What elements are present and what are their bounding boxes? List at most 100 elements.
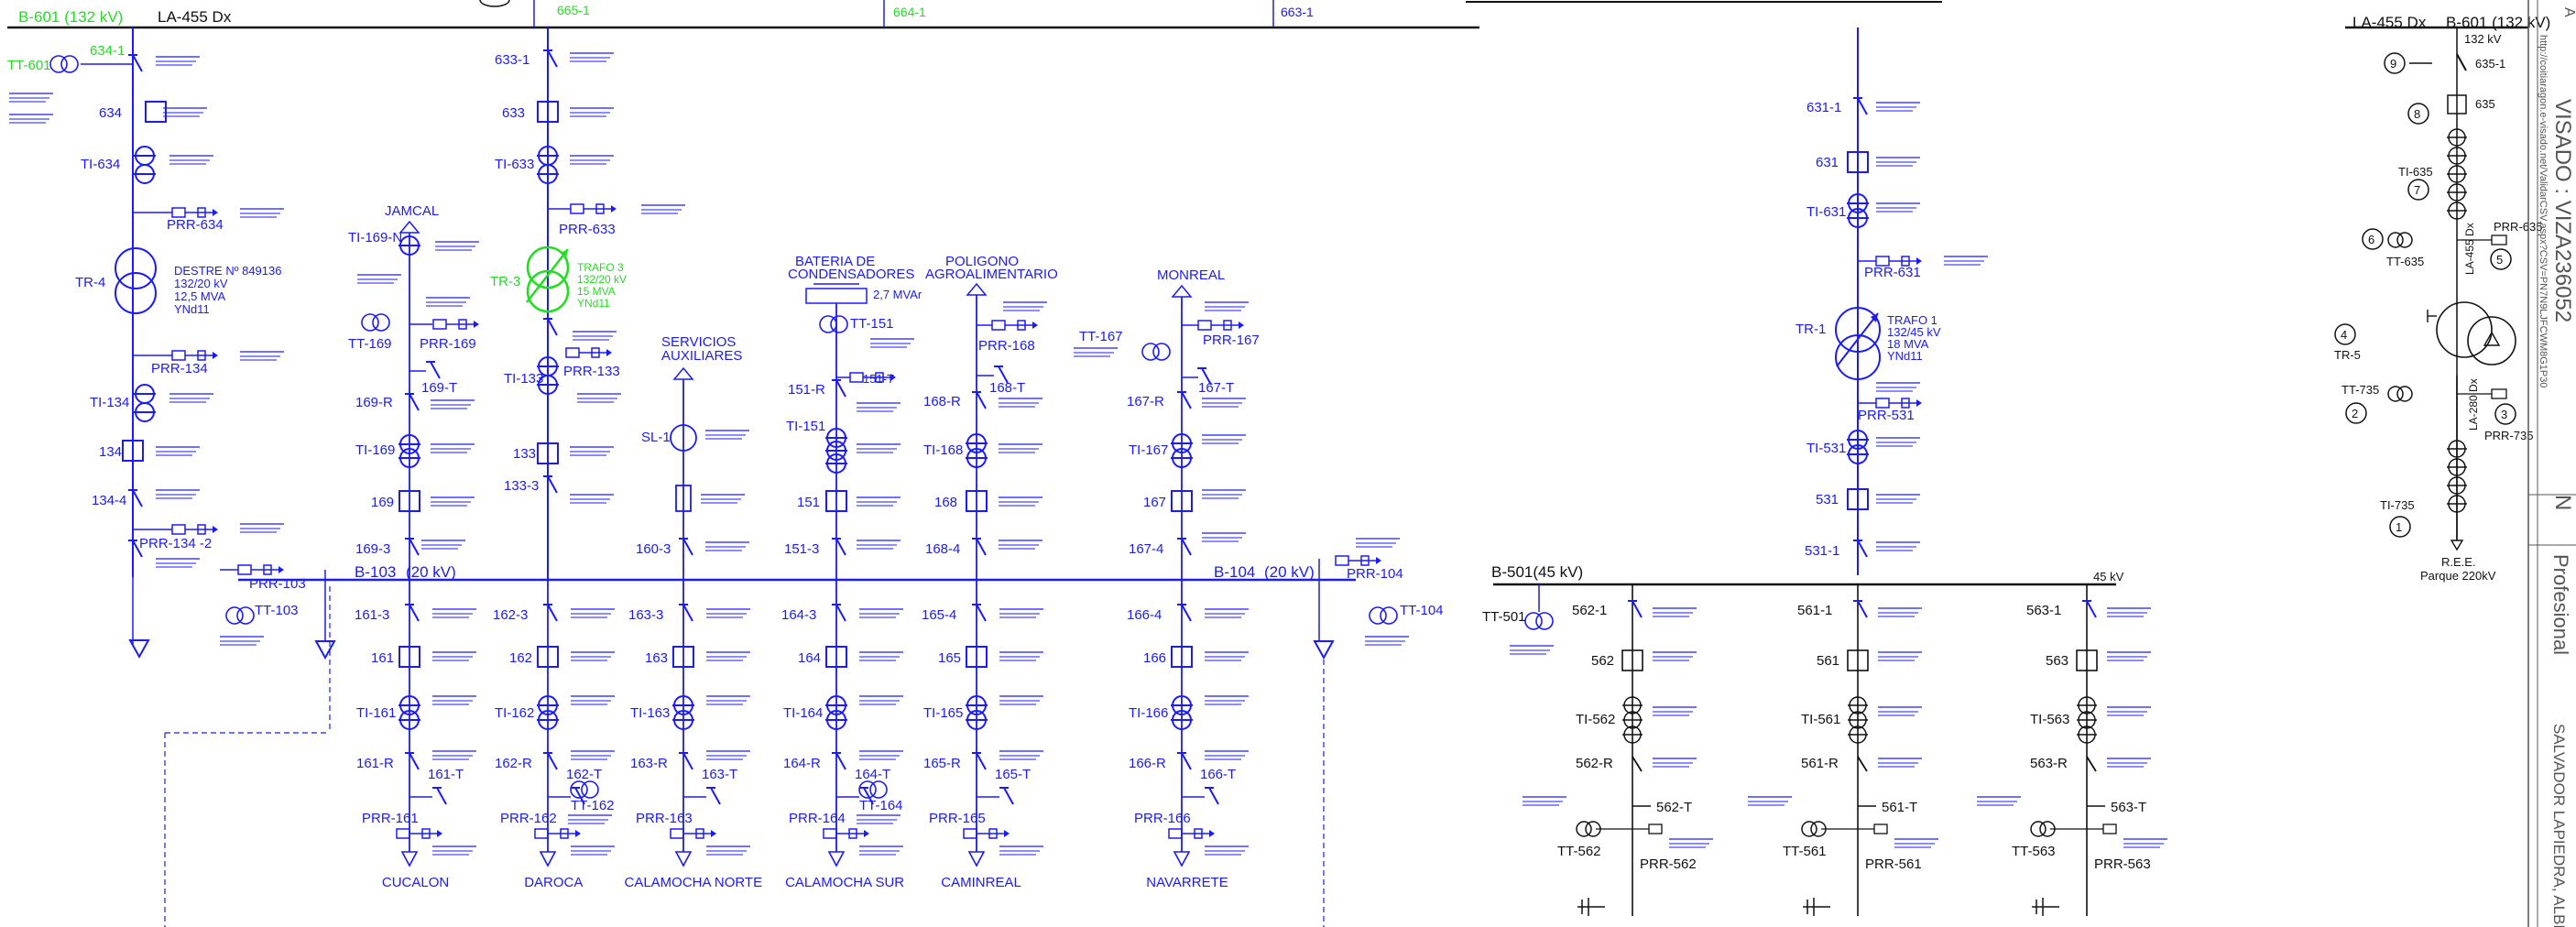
tr1-winding-1 — [1835, 307, 1881, 353]
circle-8: 8 — [2414, 107, 2420, 121]
prr167-label: PRR-167 — [1203, 333, 1260, 348]
tr1-detail-2: 132/45 kV — [1887, 325, 1941, 339]
switch-164-R-symbol — [831, 752, 846, 770]
switch-166-R-symbol — [1176, 752, 1192, 770]
line-la455-right: LA-455 Dx — [2352, 14, 2427, 31]
switch-162-T-label: 162-T — [566, 767, 602, 782]
bay-notes — [2123, 838, 2168, 848]
la455-vertical: LA-455 Dx — [2463, 223, 2476, 275]
switch-166-T-label: 166-T — [1200, 767, 1236, 782]
feeder-164-name: CALAMOCHA SUR — [785, 875, 904, 890]
breaker-635-label: 635 — [2475, 97, 2495, 111]
prr-162-label: PRR-162 — [500, 811, 557, 826]
tt-164-label: TT-164 — [859, 798, 903, 813]
tr3-winding-2 — [526, 269, 570, 313]
breaker-633-label: 633 — [502, 105, 525, 121]
ti151-label: TI-151 — [786, 419, 825, 434]
breaker-166-label: 166 — [1143, 650, 1166, 666]
breaker-563-label: 563 — [2046, 653, 2068, 669]
switch-561-1-label: 561-1 — [1797, 603, 1832, 618]
switch-161-R-label: 161-R — [356, 756, 394, 771]
tt104-label: TT-104 — [1400, 603, 1444, 618]
switch-168-t-label: 168-T — [989, 380, 1025, 396]
ti634-label: TI-634 — [81, 157, 120, 172]
switch-665-1-label: 665-1 — [557, 3, 590, 17]
switch-168-r-label: 168-R — [923, 394, 961, 409]
visado-profesional: Profesional — [2549, 554, 2572, 655]
tr4-winding-2 — [115, 272, 157, 314]
bus-501-label: B-501(45 kV) — [1491, 563, 1583, 581]
bay-notes — [2106, 706, 2152, 716]
tr1-winding-2 — [1835, 334, 1881, 380]
switch-163-3-symbol — [678, 604, 693, 622]
ti735-label: TI-735 — [2380, 498, 2415, 512]
switch-561-1-symbol — [1852, 600, 1868, 618]
bay-bateria-condensadores: BATERIA DE CONDENSADORES 2,7 MVAr TT-151… — [784, 254, 922, 580]
feeder-161-name: CUCALON — [382, 875, 449, 890]
breaker-631-label: 631 — [1816, 155, 1839, 170]
prr-165-label: PRR-165 — [929, 811, 986, 826]
tr3-detail-1: TRAFO 3 — [577, 261, 624, 274]
bay-notes — [1877, 706, 1923, 716]
breaker-167-label: 167 — [1143, 495, 1166, 510]
sl1-label: SL-1 — [641, 430, 671, 445]
bay-notes — [1522, 796, 1567, 806]
prr-561-label: PRR-561 — [1865, 856, 1922, 872]
prr-563-label: PRR-563 — [2094, 856, 2151, 872]
feeder-notes — [705, 695, 751, 705]
bay-notes — [1976, 796, 2022, 806]
switch-165-4-label: 165-4 — [922, 607, 956, 623]
tt-563-label: TT-563 — [2012, 844, 2056, 859]
breaker-151-label: 151 — [797, 495, 820, 510]
switch-164-3-label: 164-3 — [781, 607, 816, 623]
bay-notes — [1652, 758, 1697, 768]
switch-165-R-label: 165-R — [923, 756, 961, 771]
prr635-label: PRR-635 — [2494, 220, 2542, 234]
top-feeder-symbol — [479, 0, 510, 7]
bay-notes — [1668, 838, 1714, 848]
prr634-label: PRR-634 — [167, 217, 224, 233]
ti-163-label: TI-163 — [630, 705, 670, 721]
switch-163-3-label: 163-3 — [628, 607, 663, 623]
switch-164-3-symbol — [831, 604, 846, 622]
switch-163-R-label: 163-R — [630, 756, 668, 771]
feeder-notes — [999, 608, 1044, 618]
switch-562-R-label: 562-R — [1576, 756, 1613, 771]
prr133-label: PRR-133 — [563, 364, 620, 379]
switch-161-3-symbol — [404, 604, 420, 622]
prr169-label: PRR-169 — [420, 336, 476, 352]
ti169n-label: TI-169-N — [348, 230, 402, 245]
prr134-label: PRR-134 — [151, 361, 208, 376]
switch-168-4-label: 168-4 — [925, 541, 960, 557]
switch-634-1-label: 634-1 — [90, 43, 125, 59]
circle-2: 2 — [2352, 407, 2358, 420]
ti531-label: TI-531 — [1806, 441, 1846, 456]
tt167-label: TT-167 — [1079, 329, 1123, 344]
feeder-notes — [431, 845, 477, 856]
bay-notes — [1652, 607, 1697, 617]
ti635-label: TI-635 — [2398, 165, 2433, 179]
feeder-notes — [1204, 651, 1250, 661]
switch-165-T-label: 165-T — [995, 767, 1031, 782]
tr4-detail-2: 132/20 kV — [174, 277, 228, 290]
switch-563-T-label: 563-T — [2111, 800, 2146, 815]
bay-tr4: TT-601 634-1 634 TI-634 PRR-634 TR-4 DES… — [7, 27, 335, 927]
bay-tr1: 631-1 631 TI-631 PRR-631 TR-1 TRAFO 1 13… — [1796, 27, 1989, 575]
feeder-notes — [705, 845, 751, 856]
switch-167-t-label: 167-T — [1198, 380, 1234, 396]
bay-notes — [1877, 607, 1923, 617]
breaker-561-label: 561 — [1817, 653, 1839, 669]
feeder-notes — [858, 845, 904, 856]
tr4-label: TR-4 — [75, 275, 105, 290]
switch-633-1-label: 633-1 — [495, 52, 529, 68]
switch-563-1-symbol — [2081, 600, 2097, 618]
feeder-165-name: CAMINREAL — [941, 875, 1021, 890]
switch-169-r-label: 169-R — [355, 395, 393, 410]
prr-166-arrester — [1168, 828, 1216, 839]
ti-161-label: TI-161 — [356, 705, 396, 721]
switch-562-T-label: 562-T — [1656, 800, 1692, 815]
tt-162-label: TT-162 — [571, 798, 615, 813]
